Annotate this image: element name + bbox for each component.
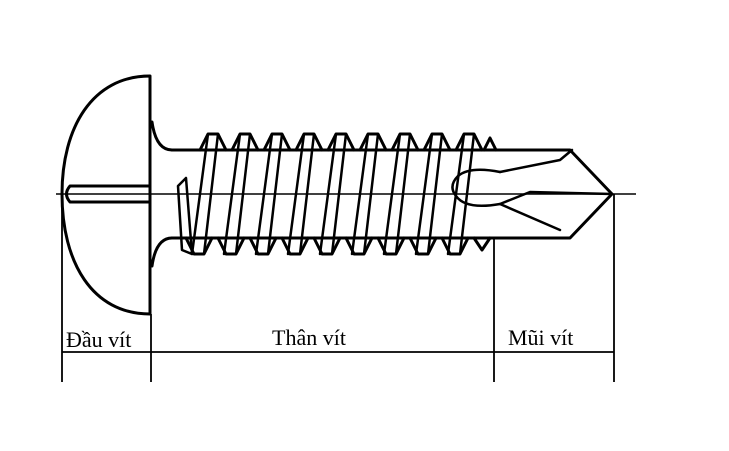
label-head: Đầu vít xyxy=(66,327,132,352)
drill-flute-upper xyxy=(498,148,574,174)
screw-head xyxy=(60,74,152,316)
drill-flute-lower xyxy=(498,202,562,232)
label-body: Thân vít xyxy=(272,325,346,350)
shank-fillet-bottom xyxy=(150,236,174,268)
thread-start xyxy=(176,176,194,256)
shank-fillet-top xyxy=(150,120,174,152)
label-tip: Mũi vít xyxy=(508,325,574,350)
thread-crests xyxy=(184,132,498,256)
drill-flute xyxy=(451,168,614,207)
